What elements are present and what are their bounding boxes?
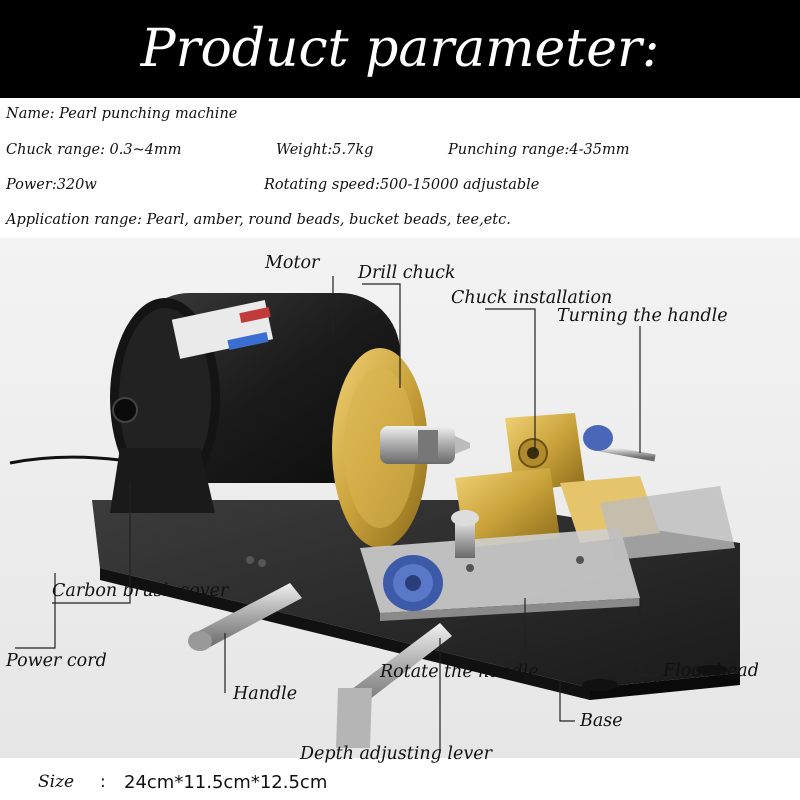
label-depth-lever: Depth adjusting lever [300, 744, 492, 764]
label-turning-handle: Turning the handle [557, 306, 728, 326]
spec-weight: Weight:5.7kg [276, 142, 374, 158]
size-value: 24cm*11.5cm*12.5cm [124, 772, 328, 793]
label-carbon-brush-cover: Carbon brush cover [52, 581, 229, 601]
size-label: Size [38, 772, 75, 792]
label-power-cord: Power cord [6, 651, 107, 671]
spec-rotating-speed: Rotating speed:500-15000 adjustable [264, 177, 540, 193]
spec-application: Application range: Pearl, amber, round b… [6, 212, 511, 228]
label-chuck-installation: Chuck installation [451, 288, 613, 308]
label-rotate-handle: Rotate the handle [380, 662, 539, 682]
label-floor-bead: Floor bead [663, 661, 759, 681]
label-motor: Motor [265, 253, 320, 273]
spec-power: Power:320w [6, 177, 97, 193]
spec-chuck-range: Chuck range: 0.3~4mm [6, 142, 182, 158]
size-colon: : [100, 772, 106, 792]
title-banner [0, 0, 800, 98]
label-base: Base [580, 711, 623, 731]
spec-punching-range: Punching range:4-35mm [448, 142, 630, 158]
label-handle: Handle [233, 684, 298, 704]
banner-title: Product parameter: [140, 19, 660, 79]
product-photo [0, 238, 800, 758]
spec-name: Name: Pearl punching machine [6, 106, 238, 122]
label-drill-chuck: Drill chuck [358, 263, 456, 283]
